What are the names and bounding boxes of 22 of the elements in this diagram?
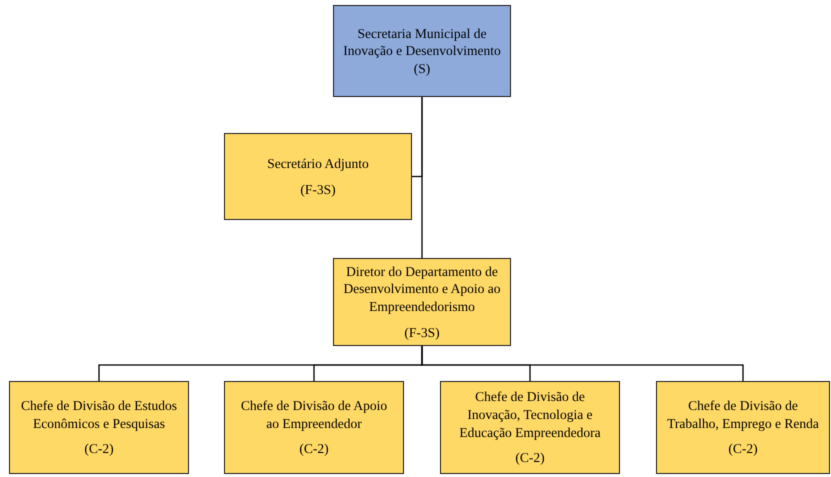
position-title: Secretário Adjunto — [267, 154, 369, 172]
org-box — [224, 133, 412, 220]
org-box — [333, 5, 511, 97]
position-code: (F-3S) — [300, 180, 336, 198]
connector-line — [421, 346, 744, 381]
org-box — [224, 381, 404, 474]
position-title: Secretaria Municipal de Inovação e Desenvolvimento (S) — [342, 24, 502, 78]
position-title: Chefe de Divisão de Trabalho, Emprego e Renda — [666, 397, 820, 432]
org-box — [440, 381, 620, 474]
org-box — [9, 381, 189, 474]
org-box — [333, 258, 511, 346]
position-title: Chefe de Divisão de Apoio ao Empreendedor — [240, 397, 388, 432]
position-code: (C-2) — [728, 440, 758, 458]
position-code: (C-2) — [299, 440, 329, 458]
position-title: Chefe de Divisão de Inovação, Tecnologia e Educação Empreendedora — [458, 388, 602, 442]
position-title: Diretor do Departamento de Desenvolvimento e Apoio ao Empreendedorismo — [342, 262, 502, 316]
position-code: (C-2) — [84, 440, 114, 458]
org-box — [656, 381, 830, 474]
connector-line — [421, 97, 423, 258]
position-code: (F-3S) — [404, 324, 440, 342]
position-title: Chefe de Divisão de Estudos Econômicos e Pesquisas — [20, 397, 178, 432]
position-code: (C-2) — [515, 449, 545, 467]
